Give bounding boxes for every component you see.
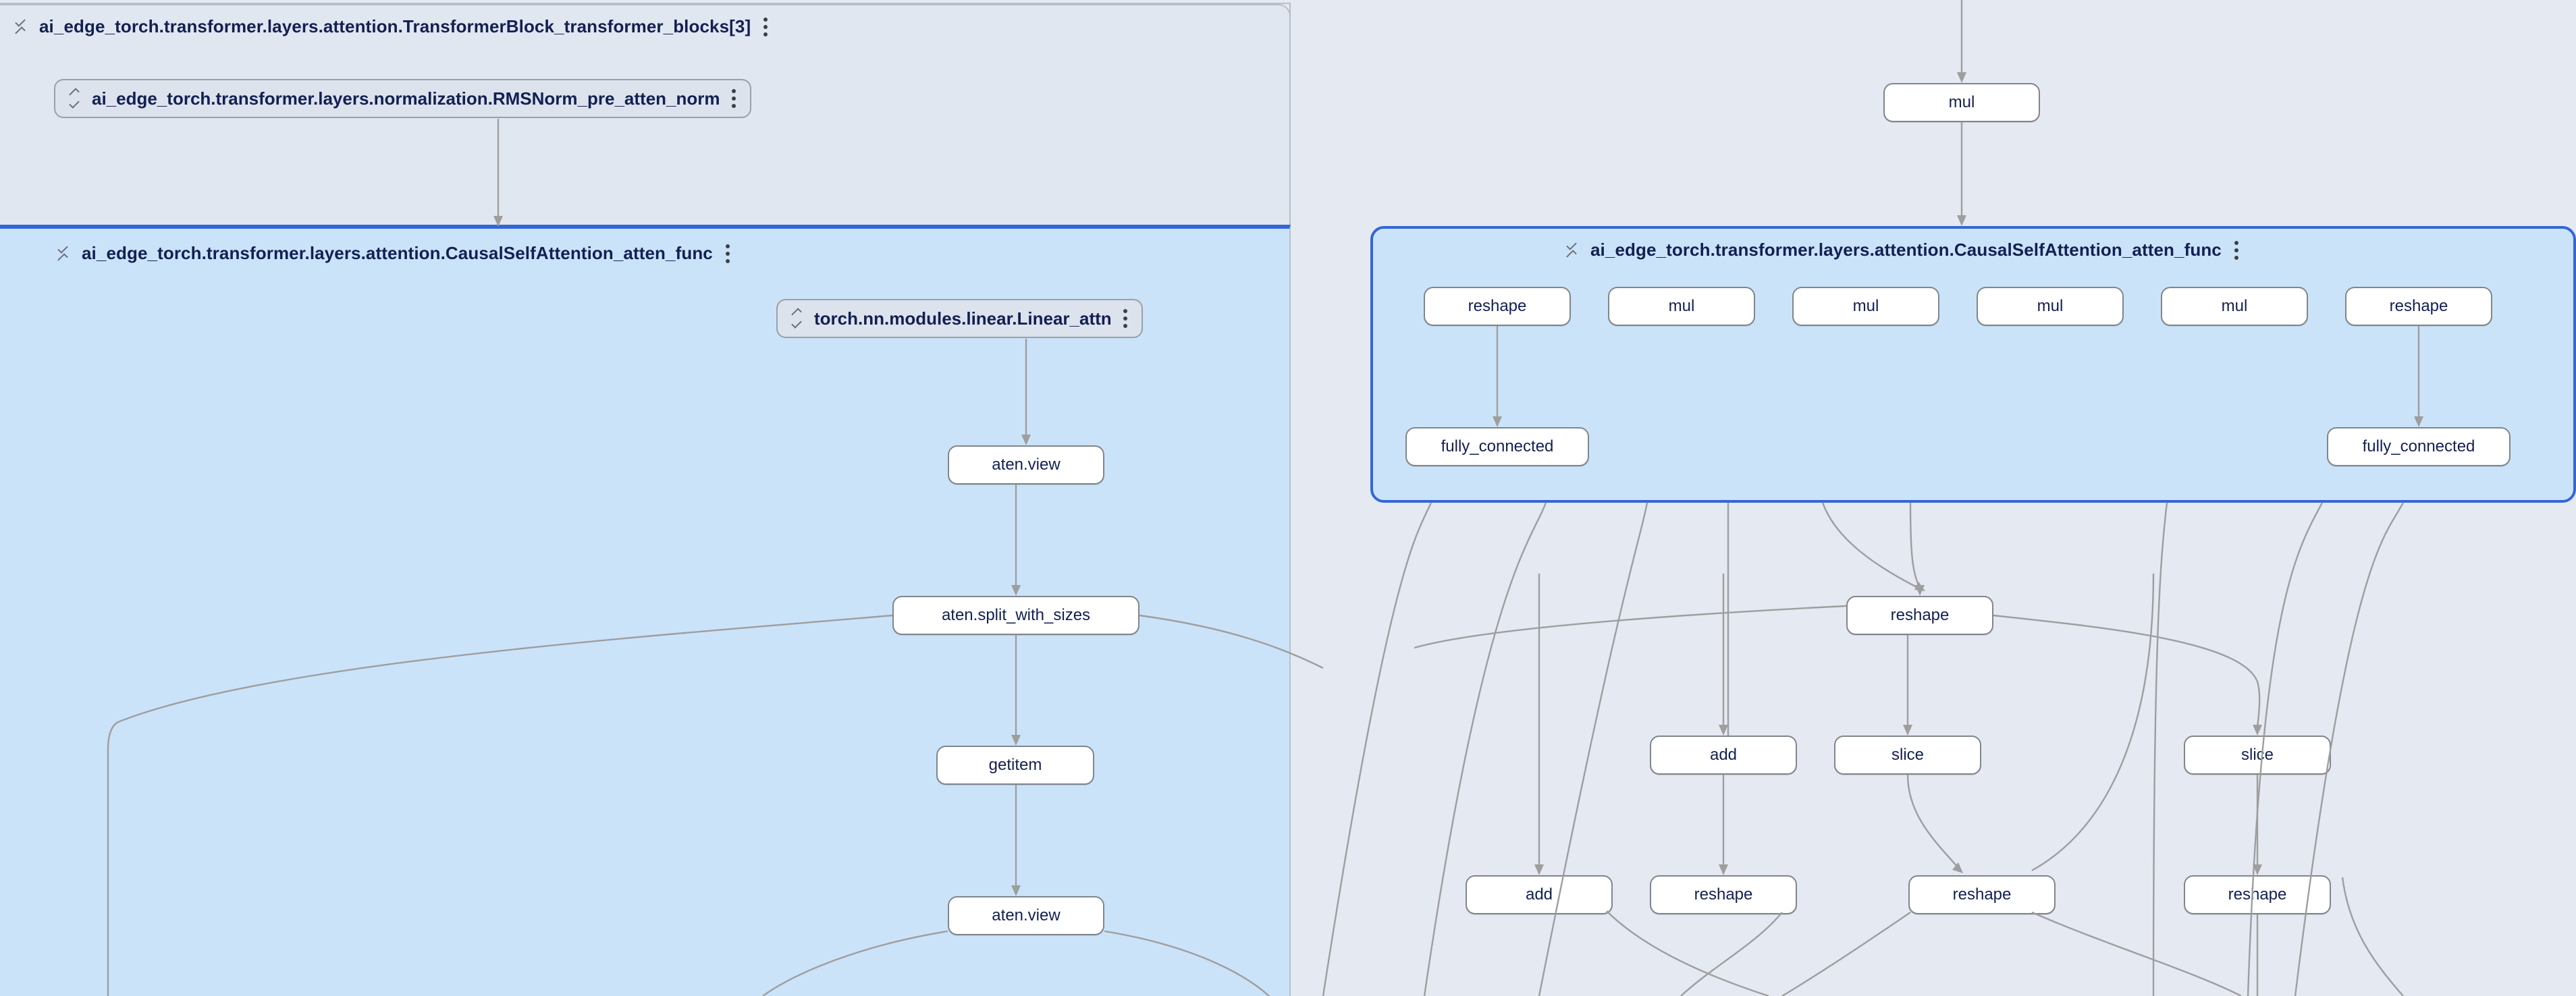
node-aten-view-2[interactable]: aten.view bbox=[948, 896, 1104, 935]
edge-bottom-cross-4 bbox=[2031, 911, 2242, 996]
node-label: mul bbox=[1852, 297, 1879, 315]
group-causal-self-attention-left-header[interactable]: ai_edge_torch.transformer.layers.attenti… bbox=[57, 242, 730, 264]
edge-group-out-5 bbox=[1821, 502, 1921, 590]
node-reshape-o6[interactable]: reshape bbox=[1650, 875, 1797, 914]
node-mul-r1-3[interactable]: mul bbox=[1792, 287, 1939, 326]
node-label: aten.view bbox=[992, 455, 1061, 474]
edge-bottom-cross-2 bbox=[1680, 912, 1783, 996]
group-causal-self-attention-right-header[interactable]: ai_edge_torch.transformer.layers.attenti… bbox=[1566, 239, 2239, 260]
edge-arrowhead bbox=[1952, 862, 1963, 873]
edge-group-out-7 bbox=[2152, 502, 2168, 996]
node-label: mul bbox=[1948, 93, 1975, 111]
node-label: reshape bbox=[1694, 885, 1753, 904]
edge-bottom-cross-3 bbox=[1781, 912, 1911, 996]
edge-right-into-reshape-mid bbox=[2031, 573, 2155, 872]
edge-arrowhead bbox=[1534, 864, 1544, 875]
edge-group-out-1 bbox=[1322, 502, 1432, 996]
edge-arrowhead bbox=[2253, 725, 2262, 736]
edge-group-out-3 bbox=[1538, 502, 1648, 996]
edge-arrowhead bbox=[2253, 864, 2262, 875]
edge-arrowhead bbox=[1914, 582, 1925, 591]
node-label: mul bbox=[1668, 297, 1695, 315]
collapsed-group-rmsnorm[interactable]: ai_edge_torch.transformer.layers.normali… bbox=[54, 79, 751, 118]
node-reshape-r1-6[interactable]: reshape bbox=[2345, 287, 2492, 326]
group-transformer-block-label: ai_edge_torch.transformer.layers.attenti… bbox=[39, 16, 751, 36]
edge-bottom-cross-1 bbox=[1606, 910, 1769, 996]
edge-reshape-left-out bbox=[1414, 605, 1847, 649]
node-mul-r1-2[interactable]: mul bbox=[1608, 287, 1755, 326]
node-reshape-o1[interactable]: reshape bbox=[1846, 596, 1993, 635]
edge-group-out-6 bbox=[1909, 502, 1921, 588]
group-causal-self-attention-left-label: ai_edge_torch.transformer.layers.attenti… bbox=[82, 243, 713, 263]
collapsed-group-linear-attn-label: torch.nn.modules.linear.Linear_attn bbox=[814, 308, 1112, 329]
node-label: reshape bbox=[1468, 297, 1527, 315]
node-slice-o4[interactable]: slice bbox=[2184, 736, 2331, 775]
node-label: fully_connected bbox=[2362, 437, 2475, 455]
node-fully-connected-right[interactable]: fully_connected bbox=[2327, 427, 2511, 466]
node-mul-r1-4[interactable]: mul bbox=[1977, 287, 2124, 326]
collapsed-group-rmsnorm-label: ai_edge_torch.transformer.layers.normali… bbox=[92, 88, 720, 109]
more-vert-icon[interactable] bbox=[2234, 240, 2239, 260]
node-label: reshape bbox=[1952, 885, 2012, 904]
edge-arrowhead bbox=[1719, 725, 1728, 736]
node-reshape-o8[interactable]: reshape bbox=[2184, 875, 2331, 914]
node-aten-view-1[interactable]: aten.view bbox=[948, 445, 1104, 485]
expand-chevrons-icon[interactable] bbox=[791, 308, 803, 329]
edge-arrowhead bbox=[1719, 864, 1728, 875]
more-vert-icon[interactable] bbox=[731, 88, 736, 109]
group-causal-self-attention-right-label: ai_edge_torch.transformer.layers.attenti… bbox=[1590, 240, 2222, 260]
node-label: slice bbox=[1891, 746, 1924, 764]
edge-bottom-cross-6 bbox=[2341, 877, 2404, 996]
node-fully-connected-left[interactable]: fully_connected bbox=[1405, 427, 1589, 466]
node-label: slice bbox=[2240, 746, 2274, 764]
node-add-o2[interactable]: add bbox=[1650, 736, 1797, 775]
more-vert-icon[interactable] bbox=[725, 244, 730, 264]
node-label: reshape bbox=[2228, 885, 2287, 904]
more-vert-icon[interactable] bbox=[1123, 308, 1128, 329]
node-label: add bbox=[1525, 885, 1553, 904]
node-mul-r1-5[interactable]: mul bbox=[2161, 287, 2308, 326]
node-label: aten.split_with_sizes bbox=[941, 606, 1091, 624]
node-mul-top[interactable]: mul bbox=[1883, 83, 2040, 122]
node-label: aten.view bbox=[992, 906, 1061, 924]
node-label: reshape bbox=[2389, 297, 2448, 315]
node-label: mul bbox=[2037, 297, 2064, 315]
panel-top-rule bbox=[0, 3, 1291, 4]
node-reshape-o7[interactable]: reshape bbox=[1908, 875, 2056, 914]
node-label: fully_connected bbox=[1441, 437, 1554, 455]
node-reshape-r1-1[interactable]: reshape bbox=[1424, 287, 1571, 326]
edge-slice-to-reshape-mid bbox=[1906, 774, 1958, 868]
node-slice-o3[interactable]: slice bbox=[1834, 736, 1981, 775]
group-transformer-block-header[interactable]: ai_edge_torch.transformer.layers.attenti… bbox=[15, 16, 768, 37]
node-add-o5[interactable]: add bbox=[1466, 875, 1613, 914]
node-label: getitem bbox=[988, 756, 1042, 774]
collapse-chevrons-icon[interactable] bbox=[1566, 239, 1578, 260]
expand-chevrons-icon[interactable] bbox=[69, 88, 81, 109]
node-label: add bbox=[1709, 746, 1738, 764]
edge-arrowhead bbox=[1957, 215, 1966, 226]
edge-reshape-to-slice-right bbox=[1993, 614, 2261, 728]
collapse-chevrons-icon[interactable] bbox=[15, 16, 27, 37]
edge-arrowhead bbox=[1957, 72, 1966, 83]
edge-arrowhead bbox=[1915, 585, 1925, 596]
node-aten-split-with-sizes[interactable]: aten.split_with_sizes bbox=[892, 596, 1139, 635]
more-vert-icon[interactable] bbox=[763, 17, 768, 37]
edge-arrowhead bbox=[1903, 725, 1912, 736]
collapse-chevrons-icon[interactable] bbox=[57, 242, 70, 264]
edge-group-out-2 bbox=[1423, 502, 1547, 996]
node-label: mul bbox=[2221, 297, 2248, 315]
node-label: reshape bbox=[1890, 606, 1950, 624]
collapsed-group-linear-attn[interactable]: torch.nn.modules.linear.Linear_attn bbox=[776, 299, 1143, 338]
node-getitem[interactable]: getitem bbox=[936, 746, 1094, 785]
